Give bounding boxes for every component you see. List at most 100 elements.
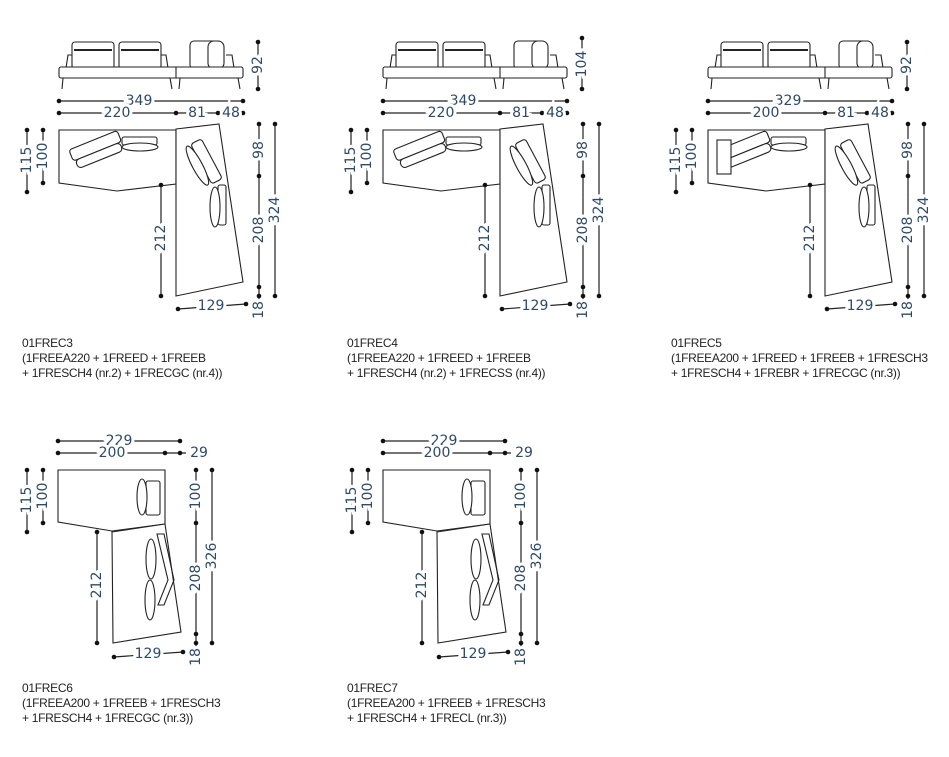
dimensions: 92 329 200 81 48 115 100 212 98 208 18 3… bbox=[665, 39, 935, 322]
dim-18: 18 bbox=[900, 301, 916, 319]
dim-212: 212 bbox=[802, 225, 818, 252]
dim-212: 212 bbox=[153, 225, 169, 252]
dim-height: 92 bbox=[250, 56, 266, 74]
config-01frec4: 104 349 220 81 48 115 100 212 98 208 18 … bbox=[340, 35, 610, 322]
config-01frec6: 229 200 29 115 100 212 100 208 18 326 12… bbox=[16, 430, 223, 669]
dim-98: 98 bbox=[900, 141, 916, 159]
plan-view bbox=[382, 123, 568, 297]
dim-100: 100 bbox=[360, 483, 376, 510]
dim-right: 29 bbox=[190, 445, 208, 461]
side-table bbox=[716, 139, 732, 175]
config-components-line1: (1FREEA200 + 1FREEB + 1FRESCH3 bbox=[347, 696, 546, 710]
config-01frec3: 92 349 220 81 48 115 100 212 98 208 18 3… bbox=[16, 39, 286, 322]
dim-98: 98 bbox=[575, 141, 591, 159]
dim-324: 324 bbox=[916, 197, 932, 224]
config-01frec7: 229 200 29 115 100 212 100 208 18 326 12… bbox=[341, 430, 548, 669]
config-code: 01FREC5 bbox=[671, 336, 722, 350]
config-01frec5: 92 329 200 81 48 115 100 212 98 208 18 3… bbox=[665, 39, 935, 322]
config-code: 01FREC3 bbox=[22, 336, 73, 350]
dim-height: 104 bbox=[574, 51, 590, 78]
dim-height: 92 bbox=[899, 56, 915, 74]
dim-total-width: 229 bbox=[106, 433, 133, 449]
dim-100: 100 bbox=[684, 143, 700, 170]
dim-18: 18 bbox=[251, 301, 267, 319]
dim-129: 129 bbox=[460, 646, 487, 662]
dim-mid: 81 bbox=[837, 105, 855, 121]
dim-326: 326 bbox=[529, 543, 545, 570]
config-components-line2: + 1FRESCH4 (nr.2) + 1FRECGC (nr.4)) bbox=[22, 366, 223, 380]
dim-total-width: 229 bbox=[431, 433, 458, 449]
dimensions: 92 349 220 81 48 115 100 212 98 208 18 3… bbox=[16, 39, 286, 322]
config-components-line1: (1FREEA220 + 1FREED + 1FREEB bbox=[22, 351, 206, 365]
front-elevation bbox=[58, 40, 244, 90]
config-code: 01FREC7 bbox=[347, 681, 398, 695]
dim-115: 115 bbox=[343, 147, 359, 174]
caption-01frec7: 01FREC7 (1FREEA200 + 1FREEB + 1FRESCH3 +… bbox=[347, 681, 546, 726]
dim-right: 29 bbox=[515, 445, 533, 461]
dim-left: 220 bbox=[104, 105, 131, 121]
dim-129: 129 bbox=[522, 298, 549, 314]
caption-01frec5: 01FREC5 (1FREEA200 + 1FREED + 1FREEB + 1… bbox=[671, 336, 928, 381]
dim-129: 129 bbox=[198, 298, 225, 314]
dimensions: 104 349 220 81 48 115 100 212 98 208 18 … bbox=[340, 35, 610, 322]
dim-left: 220 bbox=[428, 105, 455, 121]
dim-212: 212 bbox=[477, 225, 493, 252]
caption-01frec6: 01FREC6 (1FREEA200 + 1FREEB + 1FRESCH3 +… bbox=[22, 681, 221, 726]
config-components-line2: + 1FRESCH4 + 1FREBR + 1FRECGC (nr.3)) bbox=[671, 366, 901, 380]
dim-324: 324 bbox=[591, 197, 607, 224]
dim-115: 115 bbox=[668, 147, 684, 174]
dim-18: 18 bbox=[575, 301, 591, 319]
dim-total-width: 349 bbox=[126, 93, 153, 109]
dim-mid: 81 bbox=[512, 105, 530, 121]
dim-right-100: 100 bbox=[188, 483, 204, 510]
dim-18: 18 bbox=[513, 648, 529, 666]
front-elevation bbox=[382, 40, 568, 90]
dim-212: 212 bbox=[89, 572, 105, 599]
dim-100: 100 bbox=[35, 483, 51, 510]
dim-left: 200 bbox=[753, 105, 780, 121]
dim-324: 324 bbox=[267, 197, 283, 224]
dim-mid: 81 bbox=[188, 105, 206, 121]
dim-115: 115 bbox=[19, 487, 35, 514]
caption-01frec4: 01FREC4 (1FREEA220 + 1FREED + 1FREEB + 1… bbox=[347, 336, 546, 381]
dim-208: 208 bbox=[251, 217, 267, 244]
front-elevation bbox=[707, 40, 893, 90]
dim-208: 208 bbox=[900, 217, 916, 244]
dim-129: 129 bbox=[135, 646, 162, 662]
dim-right: 48 bbox=[222, 105, 240, 121]
plan-view bbox=[707, 123, 893, 297]
config-components-line2: + 1FRESCH4 (nr.2) + 1FRECSS (nr.4)) bbox=[347, 366, 546, 380]
dim-100: 100 bbox=[35, 143, 51, 170]
plan-view bbox=[57, 469, 182, 644]
dim-18: 18 bbox=[188, 648, 204, 666]
config-components-line1: (1FREEA220 + 1FREED + 1FREEB bbox=[347, 351, 531, 365]
dim-100: 100 bbox=[359, 143, 375, 170]
config-components-line1: (1FREEA200 + 1FREEB + 1FRESCH3 bbox=[22, 696, 221, 710]
dim-left: 200 bbox=[424, 445, 451, 461]
dim-208: 208 bbox=[575, 217, 591, 244]
config-code: 01FREC4 bbox=[347, 336, 398, 350]
config-components-line2: + 1FRESCH4 + 1FRECL (nr.3)) bbox=[347, 711, 507, 725]
dim-98: 98 bbox=[251, 141, 267, 159]
dim-total-width: 349 bbox=[450, 93, 477, 109]
dim-115: 115 bbox=[344, 487, 360, 514]
dim-right: 48 bbox=[546, 105, 564, 121]
dim-right-100: 100 bbox=[513, 483, 529, 510]
dim-left: 200 bbox=[99, 445, 126, 461]
config-components-line1: (1FREEA200 + 1FREED + 1FREEB + 1FRESCH3 bbox=[671, 351, 928, 365]
dim-129: 129 bbox=[847, 298, 874, 314]
plan-view bbox=[382, 469, 507, 644]
dim-208: 208 bbox=[188, 565, 204, 592]
config-components-line2: + 1FRESCH4 + 1FRECGC (nr.3)) bbox=[22, 711, 193, 725]
dim-total-width: 329 bbox=[775, 93, 802, 109]
config-code: 01FREC6 bbox=[22, 681, 73, 695]
caption-01frec3: 01FREC3 (1FREEA220 + 1FREED + 1FREEB + 1… bbox=[22, 336, 223, 381]
dim-right: 48 bbox=[871, 105, 889, 121]
plan-view bbox=[58, 123, 244, 297]
dim-326: 326 bbox=[204, 543, 220, 570]
dim-208: 208 bbox=[513, 565, 529, 592]
dimensions: 229 200 29 115 100 212 100 208 18 326 12… bbox=[341, 430, 548, 669]
dimensions: 229 200 29 115 100 212 100 208 18 326 12… bbox=[16, 430, 223, 669]
dim-212: 212 bbox=[414, 572, 430, 599]
